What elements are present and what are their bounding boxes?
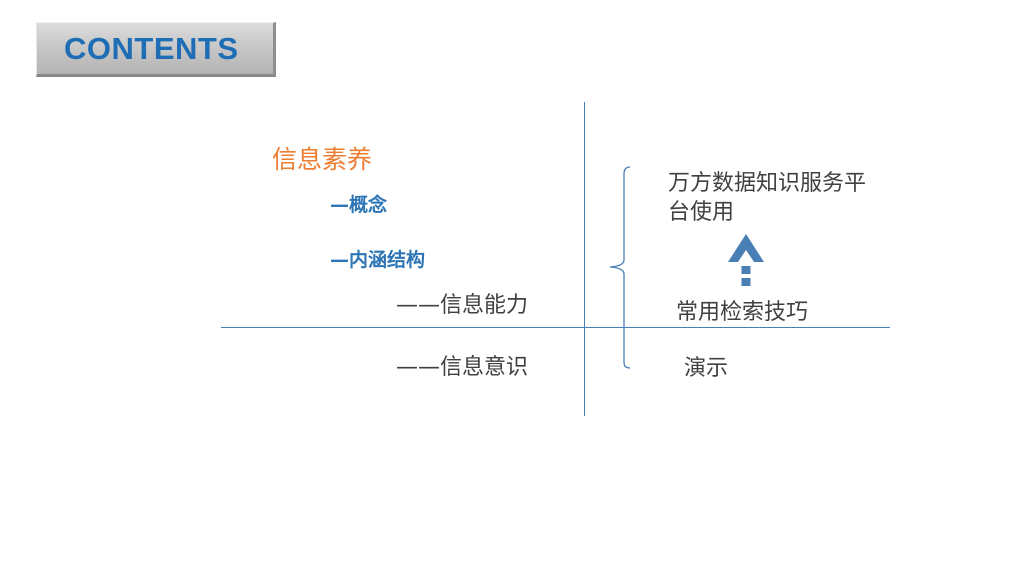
- contents-badge: CONTENTS: [36, 22, 276, 77]
- topic-title: 信息素养: [272, 145, 373, 174]
- up-arrow-icon: [728, 234, 764, 286]
- item-info-ability: ——信息能力: [396, 293, 529, 318]
- horizontal-divider: [221, 327, 890, 328]
- vertical-divider: [584, 102, 585, 416]
- left-brace: [609, 166, 631, 369]
- sub-item-concept: —概念: [330, 194, 388, 216]
- platform-usage-text: 万方数据知识服务平台使用: [668, 171, 867, 225]
- search-techniques-text: 常用检索技巧: [676, 300, 809, 325]
- sub-item-structure: —内涵结构: [330, 249, 426, 271]
- demo-text: 演示: [684, 356, 729, 381]
- contents-label: CONTENTS: [64, 31, 239, 66]
- item-info-awareness: ——信息意识: [396, 355, 529, 380]
